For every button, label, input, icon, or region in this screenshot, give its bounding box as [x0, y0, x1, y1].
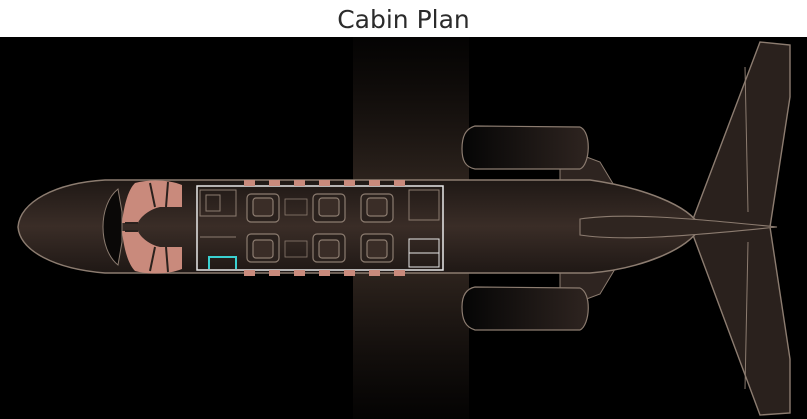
seat-row-bottom	[246, 233, 394, 263]
cockpit-seat-dividers	[125, 181, 169, 273]
galley	[199, 189, 237, 238]
tail-fin-upper	[688, 41, 791, 228]
tail-fin-lower	[688, 226, 791, 416]
tail-fin-detail	[744, 66, 749, 390]
aft-cabinet	[408, 189, 440, 268]
cockpit-windshield	[102, 188, 123, 266]
aircraft-top-view	[17, 37, 791, 419]
seat-row-top	[246, 193, 394, 223]
cabin-windows-bottom	[244, 270, 405, 276]
page-title: Cabin Plan	[337, 5, 470, 34]
seat-1a	[246, 193, 280, 223]
side-tables	[284, 198, 308, 258]
seat-1b	[246, 233, 280, 263]
seat-3a	[360, 193, 394, 223]
engine-lower	[461, 286, 589, 331]
lavatory-highlight-icon	[208, 256, 237, 269]
cabin-windows-top	[244, 180, 405, 186]
cabin-plan-diagram	[0, 37, 807, 419]
engine-upper	[461, 125, 589, 170]
seat-3b	[360, 233, 394, 263]
fuselage	[17, 179, 701, 274]
seat-2a	[312, 193, 346, 223]
seat-2b	[312, 233, 346, 263]
tail-cone	[579, 215, 778, 239]
